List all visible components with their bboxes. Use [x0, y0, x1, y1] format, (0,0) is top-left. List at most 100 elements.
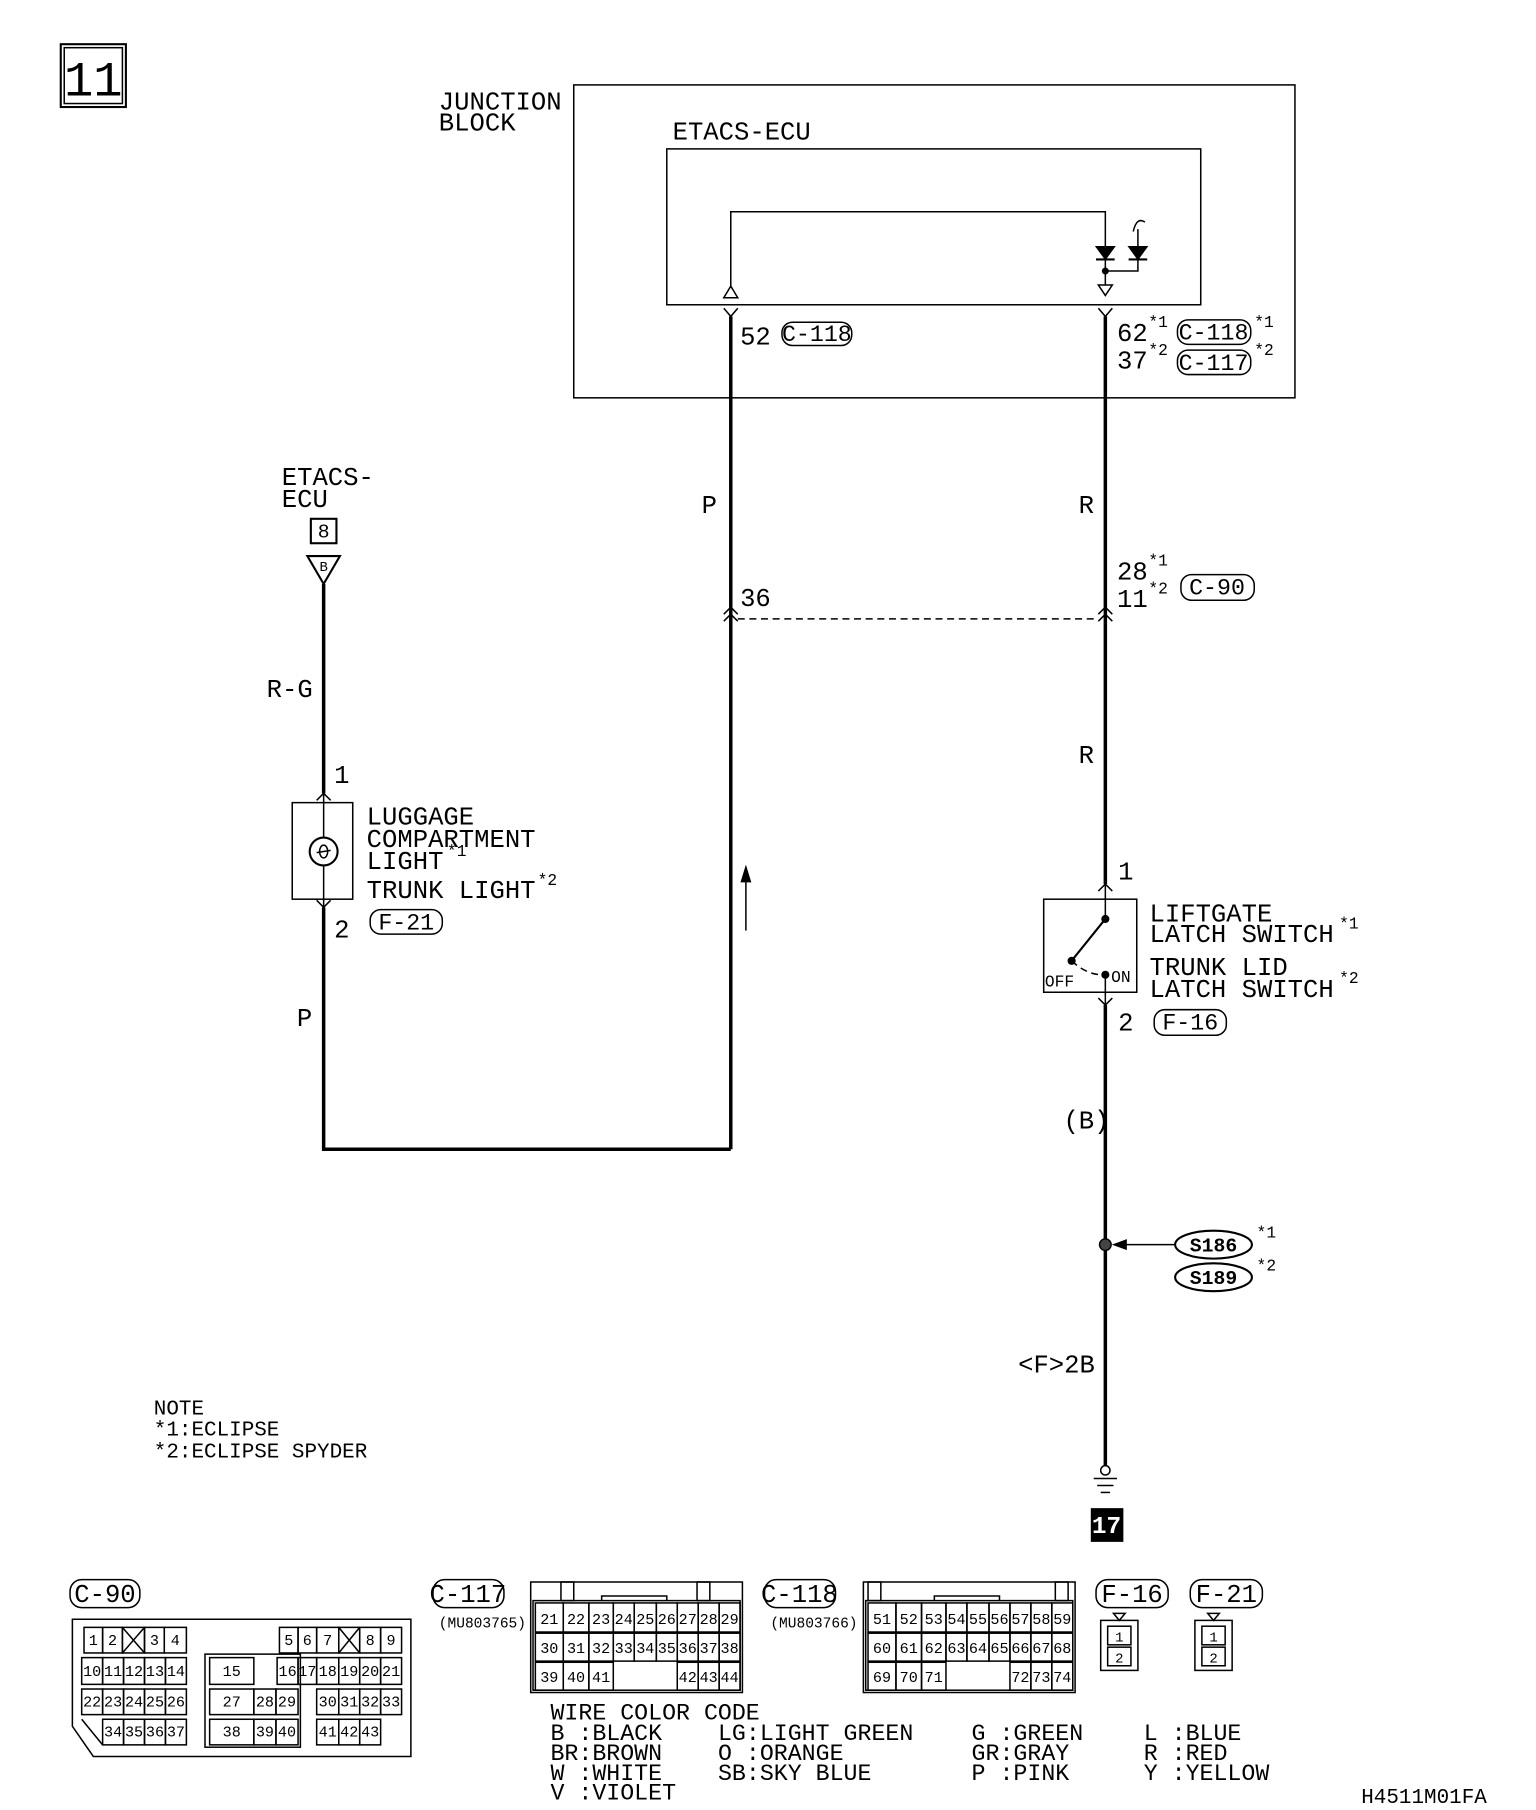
note-title: NOTE [154, 1398, 204, 1421]
ecu-ref-label-line1: ETACS- [282, 464, 374, 493]
connector-c90-left-icon [723, 613, 739, 622]
connector-c90-pin-number: 39 [256, 1724, 274, 1742]
connector-c118-pin-number: 65 [990, 1640, 1008, 1658]
ground-location: <F>2B [1018, 1352, 1095, 1381]
connector-f16-label: F-16 [1101, 1581, 1162, 1610]
connector-c117-pin-number: 25 [636, 1611, 654, 1629]
connector-c90-cavity [379, 1656, 403, 1686]
connector-c118-pin-number: 56 [990, 1611, 1008, 1629]
splice-pointer-arrow-icon [1111, 1239, 1176, 1251]
connector-c118-cavity [1051, 1602, 1074, 1633]
connector-c117-pin-number: 30 [540, 1640, 558, 1658]
connector-tag-frame [432, 1578, 505, 1609]
connector-c90-pin-number: 21 [382, 1663, 400, 1681]
connector-c90-pin-number: 5 [284, 1632, 293, 1650]
connector-c90-pin-number: 11 [104, 1663, 122, 1681]
connector-c118-pin-number: 69 [873, 1669, 891, 1687]
connector-c90-pin-number: 35 [125, 1724, 143, 1742]
connector-c118-pin-number: 66 [1011, 1640, 1029, 1658]
connector-c90-pin-number: 23 [104, 1693, 122, 1711]
connector-c90-pin-number: 40 [278, 1724, 296, 1742]
connector-c90-cavity [275, 1688, 299, 1716]
splice-note: *1 [1257, 1224, 1277, 1243]
switch-name-line2: LATCH SWITCH [1150, 921, 1334, 950]
connector-c90-right-icon [1097, 606, 1113, 615]
connector-c118-pin-number: 58 [1032, 1611, 1050, 1629]
c90-right-pin-b-note: *2 [1148, 579, 1168, 598]
connector-c118-pin-number: 60 [873, 1640, 891, 1658]
connector-c90-pin-number: 38 [223, 1724, 241, 1742]
connector-c90-pin-number: 42 [340, 1724, 358, 1742]
ecu-right-connector-a-note: *1 [1254, 313, 1274, 332]
light-name-line1: LUGGAGE [367, 804, 474, 833]
connector-c118-pin-number: 63 [947, 1640, 965, 1658]
connector-c118-cavity [1051, 1632, 1074, 1662]
connector-c90-pin-number: 25 [146, 1693, 164, 1711]
wire-color-return-to-ecu: P [702, 492, 717, 521]
connector-c117-pin-number: 31 [567, 1640, 585, 1658]
connector-c90-pin-number: 28 [256, 1693, 274, 1711]
splice-tag-frame [1174, 1229, 1253, 1260]
connector-c90-pin-number: 19 [340, 1663, 358, 1681]
connector-c118-pin-number: 72 [1011, 1669, 1029, 1687]
connector-c90-pin-number: 16 [279, 1663, 297, 1681]
connector-c90-cavity [164, 1718, 188, 1746]
ecu-ref-terminal-mark: B [319, 560, 327, 576]
ground-icon [1093, 1464, 1117, 1494]
wire-color-ecu-to-light: R-G [267, 676, 313, 705]
connector-c90-pin-number: 41 [319, 1724, 337, 1742]
note-line: *2:ECLIPSE SPYDER [154, 1442, 368, 1465]
connector-c90-pin-number: 4 [171, 1632, 180, 1650]
connector-c118-pin-number: 53 [925, 1611, 943, 1629]
connector-tag-frame [1189, 1578, 1264, 1609]
light-pin-top: 1 [334, 762, 349, 791]
connector-c90-cavity [208, 1656, 255, 1686]
connector-tag-frame [1180, 573, 1255, 601]
connector-c90-pin-number: 37 [167, 1724, 185, 1742]
connector-c118-cavity [920, 1661, 947, 1691]
connector-c90-pin-number: 29 [278, 1693, 296, 1711]
ground-page-ref-box [1090, 1508, 1124, 1542]
connector-c117-pin-number: 43 [700, 1669, 718, 1687]
connector-c90-pin-number: 18 [319, 1663, 337, 1681]
connector-tag-frame [1176, 349, 1252, 376]
wire-color-entry: B :BLACK [550, 1721, 662, 1747]
connector-f16-face: 12 [1099, 1612, 1139, 1672]
connector-c117-pin-number: 32 [592, 1640, 610, 1658]
switch-alt-line1: TRUNK LID [1150, 954, 1288, 983]
connector-c118-label: C-118 [761, 1581, 838, 1610]
connector-c118-cavity [1051, 1661, 1074, 1691]
connector-c118-pin-number: 73 [1032, 1669, 1050, 1687]
connector-c117-pin-number: 27 [679, 1611, 697, 1629]
c90-left-pin: 36 [740, 585, 771, 614]
switch-connector-label: F-16 [1162, 1010, 1218, 1036]
ecu-internal-circuit [1105, 259, 1139, 272]
ecu-left-connector: C-118 [782, 322, 852, 348]
connector-c90-pin-number: 34 [104, 1724, 122, 1742]
connector-f21-cavity [1201, 1646, 1226, 1667]
ecu-ref-page-box [309, 517, 338, 545]
wire-color-entry: W :WHITE [550, 1761, 662, 1787]
connector-tag-frame [781, 321, 853, 347]
ecu-internal-circuit [730, 210, 1107, 287]
wire-color-entry: O :ORANGE [718, 1741, 844, 1767]
light-name-note: *1 [447, 842, 467, 861]
connector-c90-pin-number: 43 [361, 1724, 379, 1742]
junction-block-label-line2: BLOCK [439, 109, 516, 138]
splice-id: S186 [1190, 1236, 1237, 1258]
connector-c90-pin-number: 31 [340, 1693, 358, 1711]
connector-c118-pin-number: 61 [900, 1640, 918, 1658]
connector-c90-pin-number: 14 [167, 1663, 185, 1681]
figure-code: H4511M01FA [1361, 1787, 1487, 1810]
ecu-right-pin-b-note: *2 [1148, 341, 1168, 360]
c90-right-pin-b: 11 [1117, 586, 1148, 615]
connector-c90-pin-number: 33 [382, 1693, 400, 1711]
wire-color-entry: BR:BROWN [550, 1741, 662, 1767]
ecu-ref-terminal-icon [305, 554, 342, 587]
connector-c90-label: C-90 [74, 1581, 135, 1610]
connector-f16-pin-number: 2 [1115, 1651, 1123, 1667]
splice-point-icon [1098, 1238, 1112, 1252]
